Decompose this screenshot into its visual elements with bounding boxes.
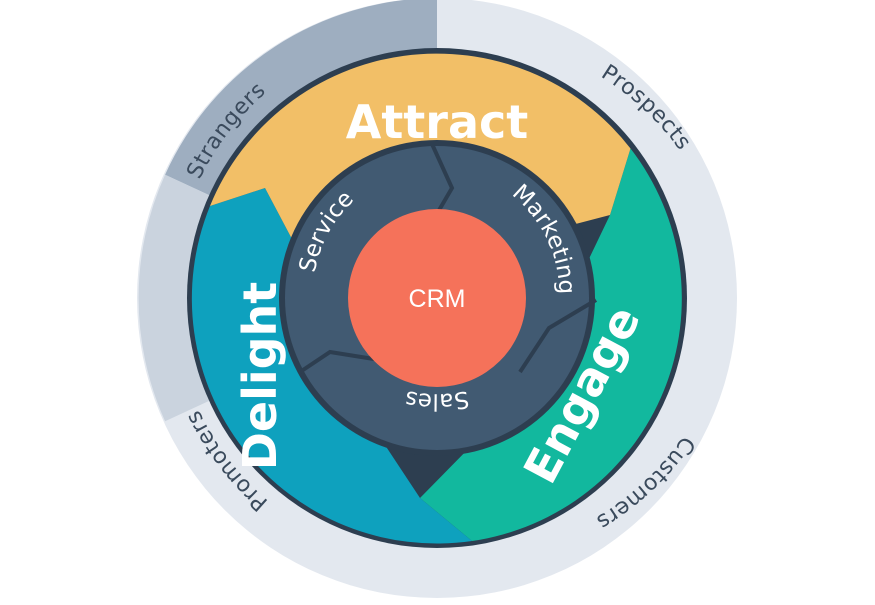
department-divider	[298, 349, 381, 374]
outer-ring-dark-segment	[165, 0, 437, 196]
crm-core	[348, 209, 526, 387]
phase-label-attract: Attract	[346, 95, 529, 149]
department-divider	[518, 298, 598, 374]
phase-label-delight: Delight	[233, 282, 287, 471]
outer-ring-mid-segment	[138, 174, 211, 422]
department-label-sales: Sales	[403, 385, 471, 414]
department-divider	[430, 143, 455, 214]
crm-label: CRM	[409, 285, 466, 313]
